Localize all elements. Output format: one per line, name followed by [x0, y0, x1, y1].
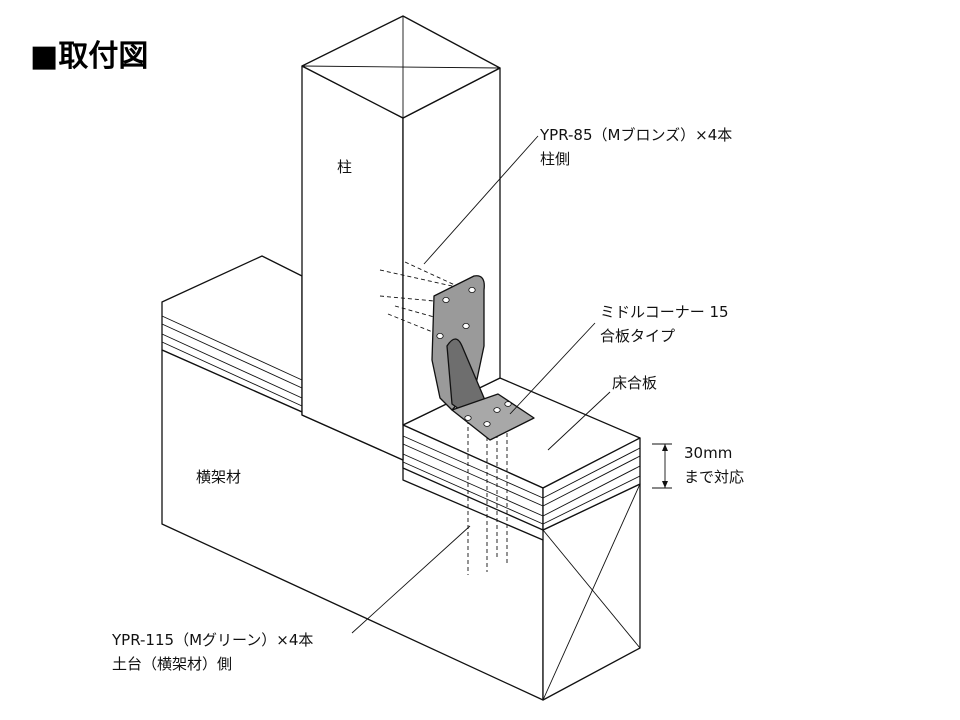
leader-bracket [509, 322, 596, 415]
diagram-title: ■取付図 [30, 39, 148, 74]
leader-screw-post [423, 135, 539, 265]
beam [161, 255, 641, 701]
label-screw-post-2: 柱側 [540, 150, 570, 168]
label-screw-post-1: YPR-85（Mブロンズ）×4本 [539, 126, 732, 144]
post [301, 15, 501, 461]
label-floor-board: 床合板 [612, 374, 657, 392]
label-post: 柱 [337, 158, 352, 176]
corner-bracket [431, 275, 535, 441]
label-dimension-2: まで対応 [684, 468, 744, 486]
label-bracket-1: ミドルコーナー 15 [600, 303, 729, 321]
leader-screw-beam [351, 525, 471, 634]
label-bracket-2: 合板タイプ [600, 327, 675, 345]
bracket-horizontal-plate [451, 393, 535, 441]
label-screw-beam-1: YPR-115（Mグリーン）×4本 [111, 631, 313, 649]
thickness-dimension [652, 443, 672, 489]
screw-paths-beam [467, 412, 508, 575]
label-dimension-1: 30mm [684, 444, 732, 462]
leader-floor-board [547, 391, 611, 451]
leader-lines [351, 135, 611, 634]
beam-layers-left [161, 315, 303, 407]
label-beam: 横架材 [196, 468, 241, 486]
label-screw-beam-2: 土台（横架材）側 [112, 655, 232, 673]
